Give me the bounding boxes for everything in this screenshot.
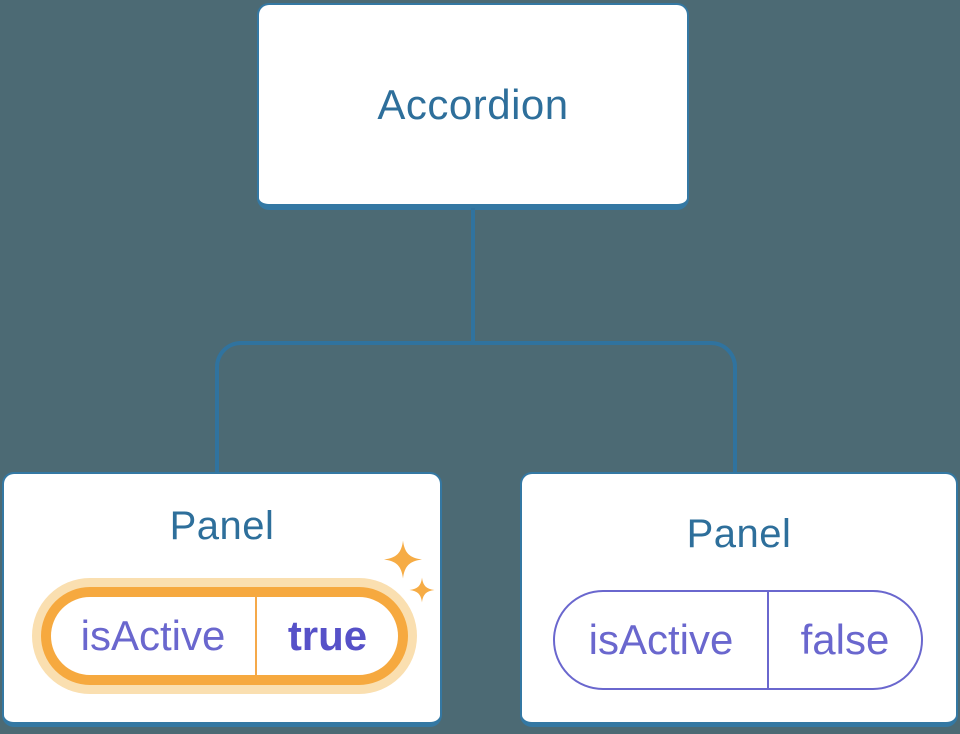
accordion-node-label: Accordion (377, 80, 569, 128)
panel-node-inactive: Panel isActive false (520, 472, 958, 727)
prop-name: isActive (555, 592, 769, 688)
panel-node-label: Panel (169, 504, 275, 548)
accordion-node: Accordion (257, 3, 689, 210)
connector-branch-lines (215, 341, 737, 472)
sparkle-large-icon (384, 540, 422, 579)
prop-pill-active: isActive true (41, 587, 408, 685)
prop-name: isActive (51, 597, 257, 675)
panel-node-active: Panel isActive true (2, 472, 442, 727)
panel-node-label: Panel (686, 512, 792, 556)
sparkles-icon (384, 540, 435, 603)
prop-value: false (800, 616, 890, 663)
sparkle-small-icon (409, 577, 435, 603)
connector-stem-line (471, 208, 475, 345)
prop-value: true (287, 612, 368, 659)
prop-pill-inactive: isActive false (553, 590, 923, 690)
